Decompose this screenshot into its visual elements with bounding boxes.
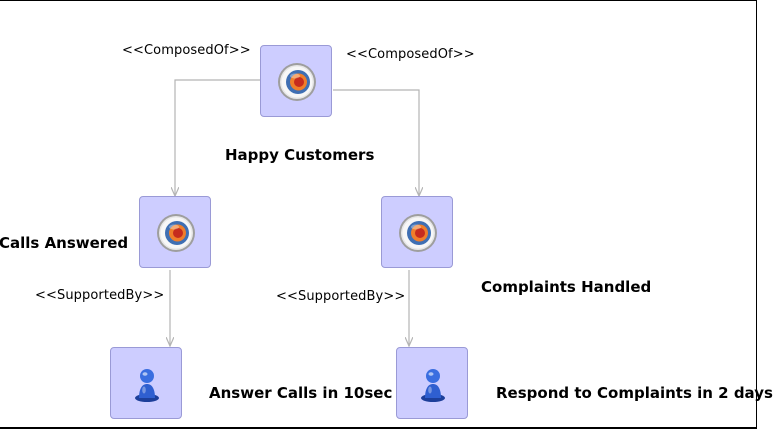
person-icon <box>126 363 168 405</box>
edge-label-composedof-right: <<ComposedOf>> <box>346 47 475 62</box>
connector-happy-to-complaints[interactable] <box>333 89 419 196</box>
node-label-respond-complaints: Respond to Complaints in 2 days <box>496 384 773 402</box>
agent-node-respond-complaints[interactable] <box>396 347 468 419</box>
target-icon <box>155 212 197 254</box>
goal-node-happy-customers[interactable] <box>260 45 332 117</box>
agent-node-answer-calls[interactable] <box>110 347 182 419</box>
connectors-layer <box>0 79 757 430</box>
connector-happy-to-calls[interactable] <box>175 79 260 196</box>
node-label-answer-calls: Answer Calls in 10sec <box>209 384 393 402</box>
target-icon <box>397 212 439 254</box>
node-label-calls-answered: Calls Answered <box>0 234 129 252</box>
edge-label-composedof-left: <<ComposedOf>> <box>122 43 251 58</box>
goal-node-complaints-handled[interactable] <box>381 196 453 268</box>
edge-label-supportedby-left: <<SupportedBy>> <box>35 288 165 303</box>
person-icon <box>412 363 454 405</box>
goal-node-calls-answered[interactable] <box>139 196 211 268</box>
target-icon <box>276 61 318 103</box>
node-label-happy-customers: Happy Customers <box>225 146 375 164</box>
node-label-complaints-handled: Complaints Handled <box>481 278 652 296</box>
edge-label-supportedby-right: <<SupportedBy>> <box>276 289 406 304</box>
